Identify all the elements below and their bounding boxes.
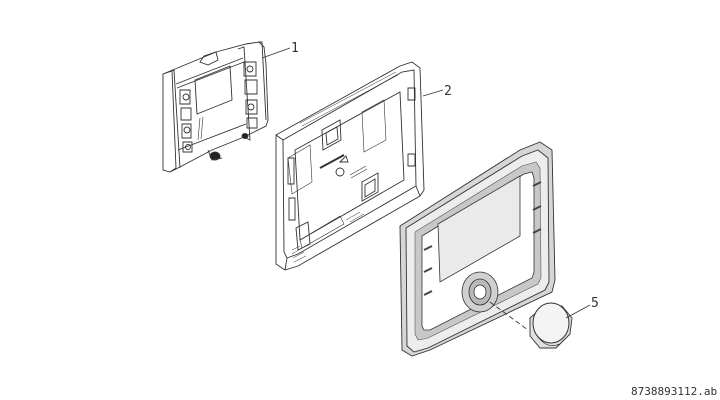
control-unit-front xyxy=(400,142,555,356)
rotary-knob xyxy=(530,303,590,348)
wall-mounting-plate xyxy=(163,42,290,172)
callout-5: 5 xyxy=(591,296,599,311)
callout-1: 1 xyxy=(291,41,299,56)
drawing-number: 8738893112.ab xyxy=(631,385,718,398)
base-housing xyxy=(276,62,443,270)
callout-2: 2 xyxy=(444,84,452,99)
